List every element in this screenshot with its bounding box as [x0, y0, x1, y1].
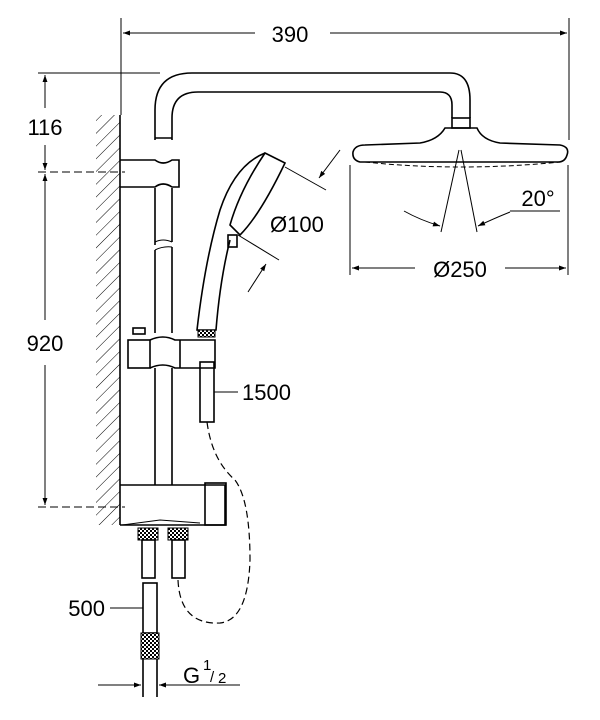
angle-label: 20°: [521, 186, 554, 211]
supply-hose: 500 G 1 / 2: [68, 582, 240, 697]
hand-shower: Ø100: [196, 149, 341, 338]
svg-text:2: 2: [218, 670, 226, 687]
riser-pipe: [154, 72, 471, 485]
wall: [96, 115, 121, 525]
shower-hose: 1500: [177, 361, 291, 624]
rail-height-label: 920: [27, 331, 64, 356]
width-label: 390: [272, 22, 309, 47]
height-dimensions: 116 920: [27, 72, 160, 508]
head-diameter-label: Ø250: [433, 257, 487, 282]
elbow-outlet: [120, 482, 227, 579]
hand-diameter-label: Ø100: [270, 212, 324, 237]
svg-text:/: /: [210, 669, 215, 686]
top-offset-label: 116: [27, 115, 62, 140]
hose-length-label: 1500: [242, 380, 291, 405]
thread-label: G 1 / 2: [183, 657, 226, 688]
wall-bracket: [120, 159, 180, 188]
svg-text:G: G: [183, 663, 200, 688]
slider: [127, 327, 216, 369]
svg-text:1: 1: [203, 657, 211, 674]
head-shower: Ø250 20°: [349, 117, 569, 282]
width-dimension: 390: [120, 18, 570, 140]
supply-length-label: 500: [68, 596, 105, 621]
